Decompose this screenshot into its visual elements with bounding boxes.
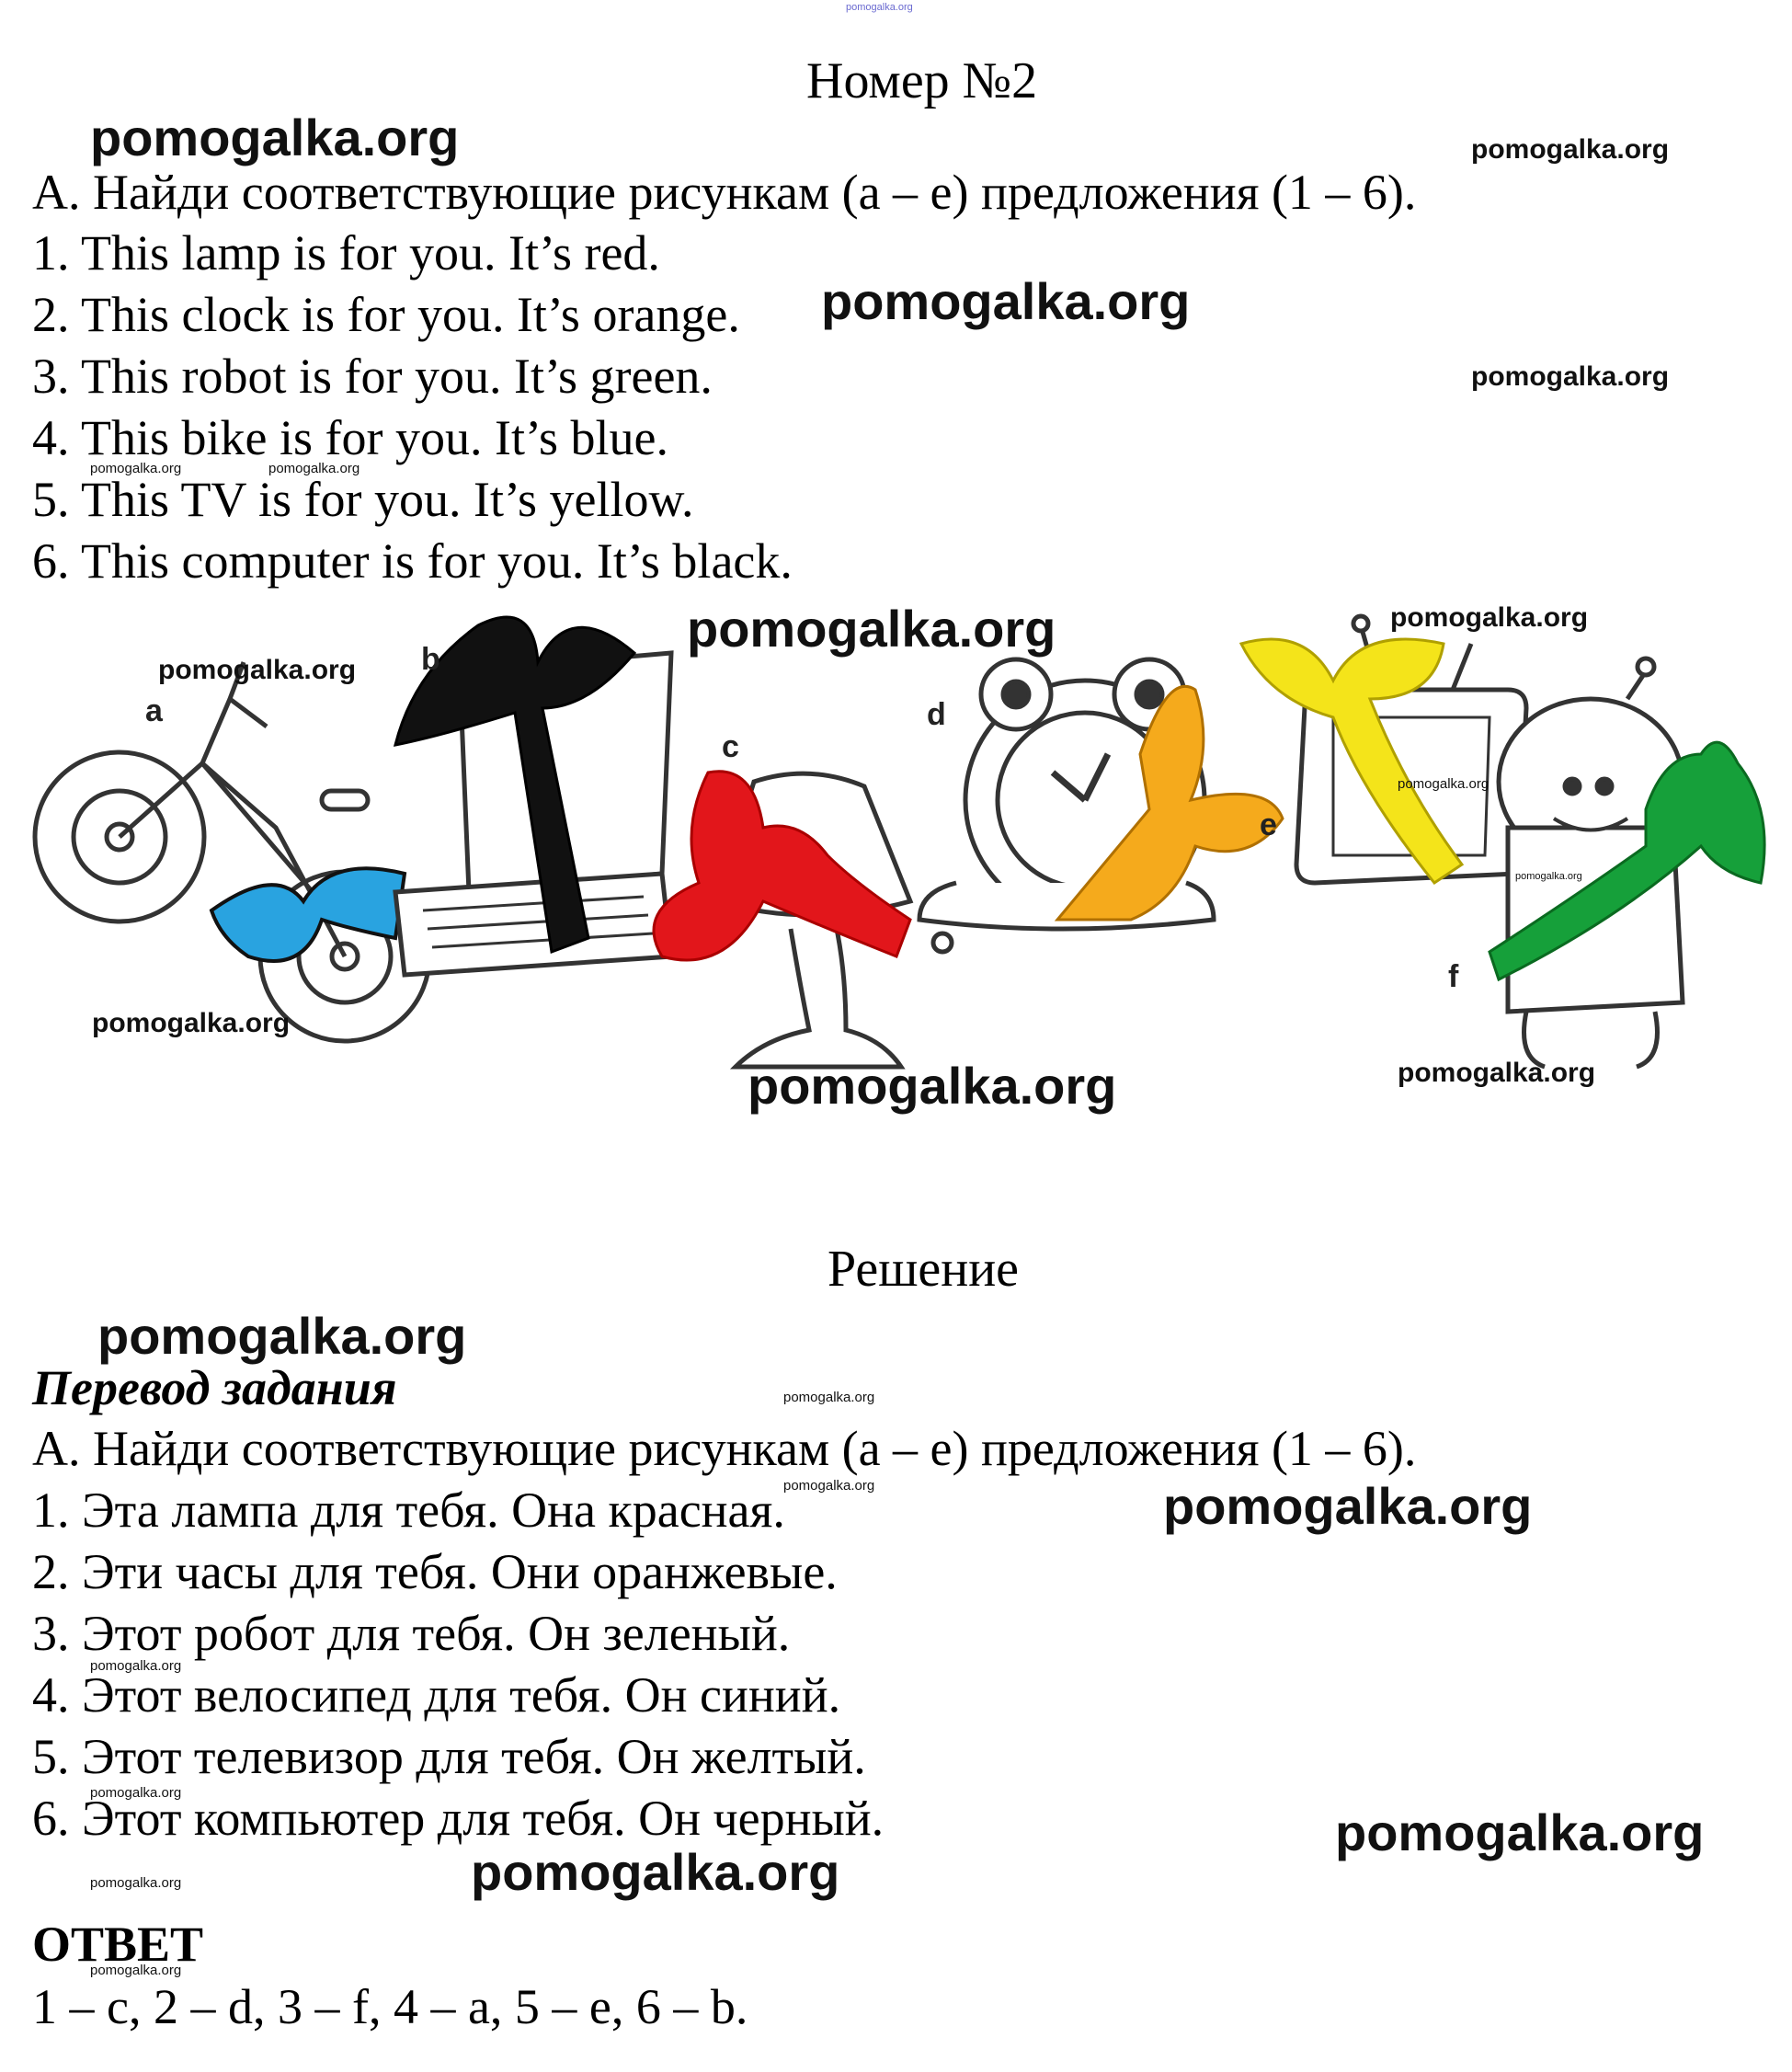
solution-sentence-1: 1. Эта лампа для тебя. Она красная. xyxy=(32,1482,785,1538)
watermark: pomogalka.org xyxy=(1398,776,1490,792)
page-title: Номер №2 xyxy=(806,52,1038,109)
picture-label-f: f xyxy=(1448,959,1459,994)
picture-label-c: c xyxy=(722,729,739,764)
picture-label-d: d xyxy=(927,697,946,732)
task-sentence-6: 6. This computer is for you. It’s black. xyxy=(32,533,793,589)
watermark: pomogalka.org xyxy=(1335,1803,1705,1861)
solution-heading: Решение xyxy=(828,1241,1020,1298)
robot-bow xyxy=(1488,740,1766,982)
answer-heading: ОТВЕТ xyxy=(32,1917,204,1972)
translation-heading: Перевод задания xyxy=(32,1360,397,1415)
task-sentence-3: 3. This robot is for you. It’s green. xyxy=(32,349,713,404)
lamp-bow xyxy=(652,770,912,962)
watermark: pomogalka.org xyxy=(1398,1058,1596,1088)
top-watermark: pomogalka.org xyxy=(846,2,913,13)
watermark: pomogalka.org xyxy=(1515,871,1582,882)
watermark: pomogalka.org xyxy=(90,461,182,476)
watermark: pomogalka.org xyxy=(90,1963,182,1978)
watermark: pomogalka.org xyxy=(1390,602,1589,633)
watermark: pomogalka.org xyxy=(1471,134,1670,165)
picture-label-a: a xyxy=(145,693,163,728)
solution-instruction: A. Найди соответствующие рисункам (a – e… xyxy=(32,1421,1417,1476)
watermark: pomogalka.org xyxy=(90,109,460,166)
watermark: pomogalka.org xyxy=(471,1843,840,1901)
task-sentence-5: 5. This TV is for you. It’s yellow. xyxy=(32,472,694,527)
answer-text: 1 – c, 2 – d, 3 – f, 4 – a, 5 – e, 6 – b… xyxy=(32,1979,748,2034)
picture-label-b: b xyxy=(421,642,440,677)
watermark: pomogalka.org xyxy=(1471,361,1670,392)
watermark: pomogalka.org xyxy=(783,1390,875,1405)
watermark: pomogalka.org xyxy=(748,1057,1117,1115)
solution-sentence-3: 3. Этот робот для тебя. Он зеленый. xyxy=(32,1606,791,1661)
watermark: pomogalka.org xyxy=(687,600,1056,658)
watermark: pomogalka.org xyxy=(92,1008,291,1038)
task-sentence-4: 4. This bike is for you. It’s blue. xyxy=(32,410,668,465)
task-instruction: A. Найди соответствующие рисункам (a – e… xyxy=(32,165,1417,220)
task-sentence-2: 2. This clock is for you. It’s orange. xyxy=(32,287,740,342)
watermark: pomogalka.org xyxy=(268,461,360,476)
solution-sentence-5: 5. Этот телевизор для тебя. Он желтый. xyxy=(32,1729,866,1784)
solution-sentence-2: 2. Эти часы для тебя. Они оранжевые. xyxy=(32,1544,838,1599)
computer-bow xyxy=(393,615,637,955)
watermark: pomogalka.org xyxy=(97,1307,467,1365)
watermark: pomogalka.org xyxy=(90,1658,182,1674)
solution-sentence-6: 6. Этот компьютер для тебя. Он черный. xyxy=(32,1791,885,1846)
bike-bow xyxy=(209,866,407,963)
tv-bow xyxy=(1238,637,1465,886)
watermark: pomogalka.org xyxy=(90,1785,182,1801)
watermark: pomogalka.org xyxy=(1163,1477,1533,1535)
watermark: pomogalka.org xyxy=(90,1875,182,1891)
solution-sentence-4: 4. Этот велосипед для тебя. Он синий. xyxy=(32,1667,841,1723)
watermark: pomogalka.org xyxy=(158,655,357,685)
watermark: pomogalka.org xyxy=(783,1478,875,1494)
bike-picture xyxy=(32,661,432,1044)
picture-label-e: e xyxy=(1260,807,1277,842)
task-sentence-1: 1. This lamp is for you. It’s red. xyxy=(32,225,660,280)
clock-bow xyxy=(1054,684,1284,922)
watermark: pomogalka.org xyxy=(821,272,1191,330)
gifts-illustration xyxy=(32,613,1766,1070)
